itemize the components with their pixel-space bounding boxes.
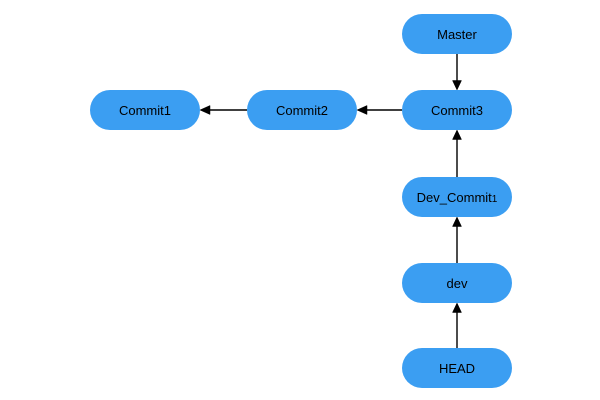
node-commit2[interactable]: Commit2: [247, 90, 357, 130]
node-commit3[interactable]: Commit3: [402, 90, 512, 130]
arrowhead-left-icon: [199, 105, 211, 115]
arrowhead-up-icon: [452, 216, 462, 227]
node-commit1[interactable]: Commit1: [90, 90, 200, 130]
arrowhead-down-icon: [452, 80, 462, 91]
edge-head-to-dev: [452, 302, 462, 348]
edge-master-to-commit3: [452, 54, 462, 91]
arrowhead-left-icon: [356, 105, 368, 115]
arrowhead-up-icon: [452, 302, 462, 313]
edge-devcommit1-to-commit3: [452, 129, 462, 177]
node-commit2-label: Commit2: [275, 102, 328, 118]
node-dev-commit1-label-subscript: 1: [491, 194, 498, 205]
edge-commit2-to-commit1: [199, 105, 247, 115]
node-master-label: Master: [437, 26, 477, 42]
node-head[interactable]: HEAD: [402, 348, 512, 388]
node-dev-commit1-label: Dev_Commit: [416, 189, 492, 205]
node-dev-label: dev: [446, 275, 468, 291]
node-dev[interactable]: dev: [402, 263, 512, 303]
node-commit1-label: Commit1: [118, 102, 171, 118]
edge-dev-to-devcommit1: [452, 216, 462, 263]
edge-commit3-to-commit2: [356, 105, 402, 115]
node-master[interactable]: Master: [402, 14, 512, 54]
arrowhead-up-icon: [452, 129, 462, 140]
node-head-label: HEAD: [438, 360, 476, 376]
node-commit3-label: Commit3: [430, 102, 483, 118]
